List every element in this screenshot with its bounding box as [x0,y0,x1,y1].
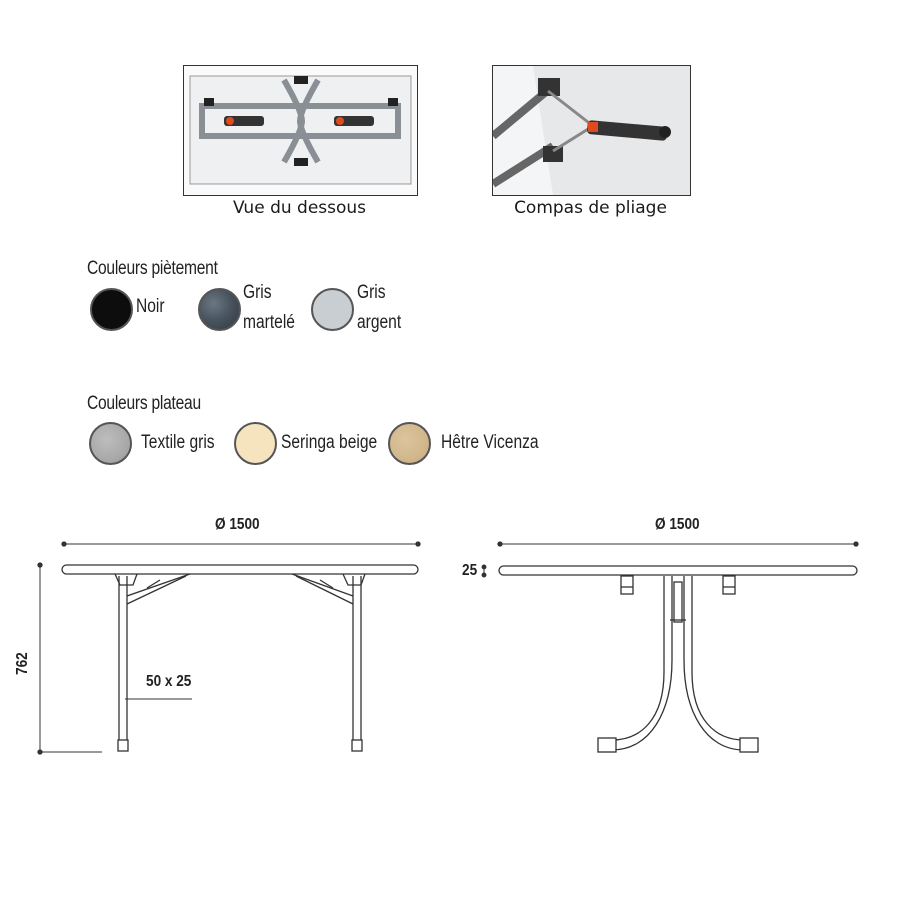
right-diameter-label: Ø 1500 [655,516,700,533]
tube-size-label: 50 x 25 [146,673,192,690]
swatch-gris-martele-label-2: martelé [243,312,295,333]
swatch-gris-martele [198,288,241,331]
folding-table-side-view [37,541,421,755]
frame-colors-heading: Couleurs piètement [87,258,218,279]
swatch-gris-argent [311,288,354,331]
pedestal-table-side-view [481,541,859,753]
swatch-textile-gris [89,422,132,465]
swatch-gris-martele-label-1: Gris [243,282,272,303]
height-label: 762 [14,652,31,675]
folding-hinge-caption: Compas de pliage [514,198,667,218]
underside-photo [183,65,418,196]
folding-hinge-illustration [493,66,690,195]
underside-caption: Vue du dessous [232,198,367,218]
underside-illustration [189,75,412,185]
folding-hinge-photo [492,65,691,196]
top-thickness-label: 25 [462,562,478,579]
swatch-hetre-vicenza [388,422,431,465]
swatch-gris-argent-label-2: argent [357,312,402,333]
top-colors-heading: Couleurs plateau [87,393,201,414]
swatch-noir [90,288,133,331]
swatch-seringa-beige [234,422,277,465]
swatch-noir-label: Noir [136,296,165,317]
swatch-seringa-beige-label: Seringa beige [281,432,378,453]
swatch-hetre-vicenza-label: Hêtre Vicenza [441,432,539,453]
swatch-textile-gris-label: Textile gris [141,432,215,453]
swatch-gris-argent-label-1: Gris [357,282,386,303]
left-diameter-label: Ø 1500 [215,516,260,533]
